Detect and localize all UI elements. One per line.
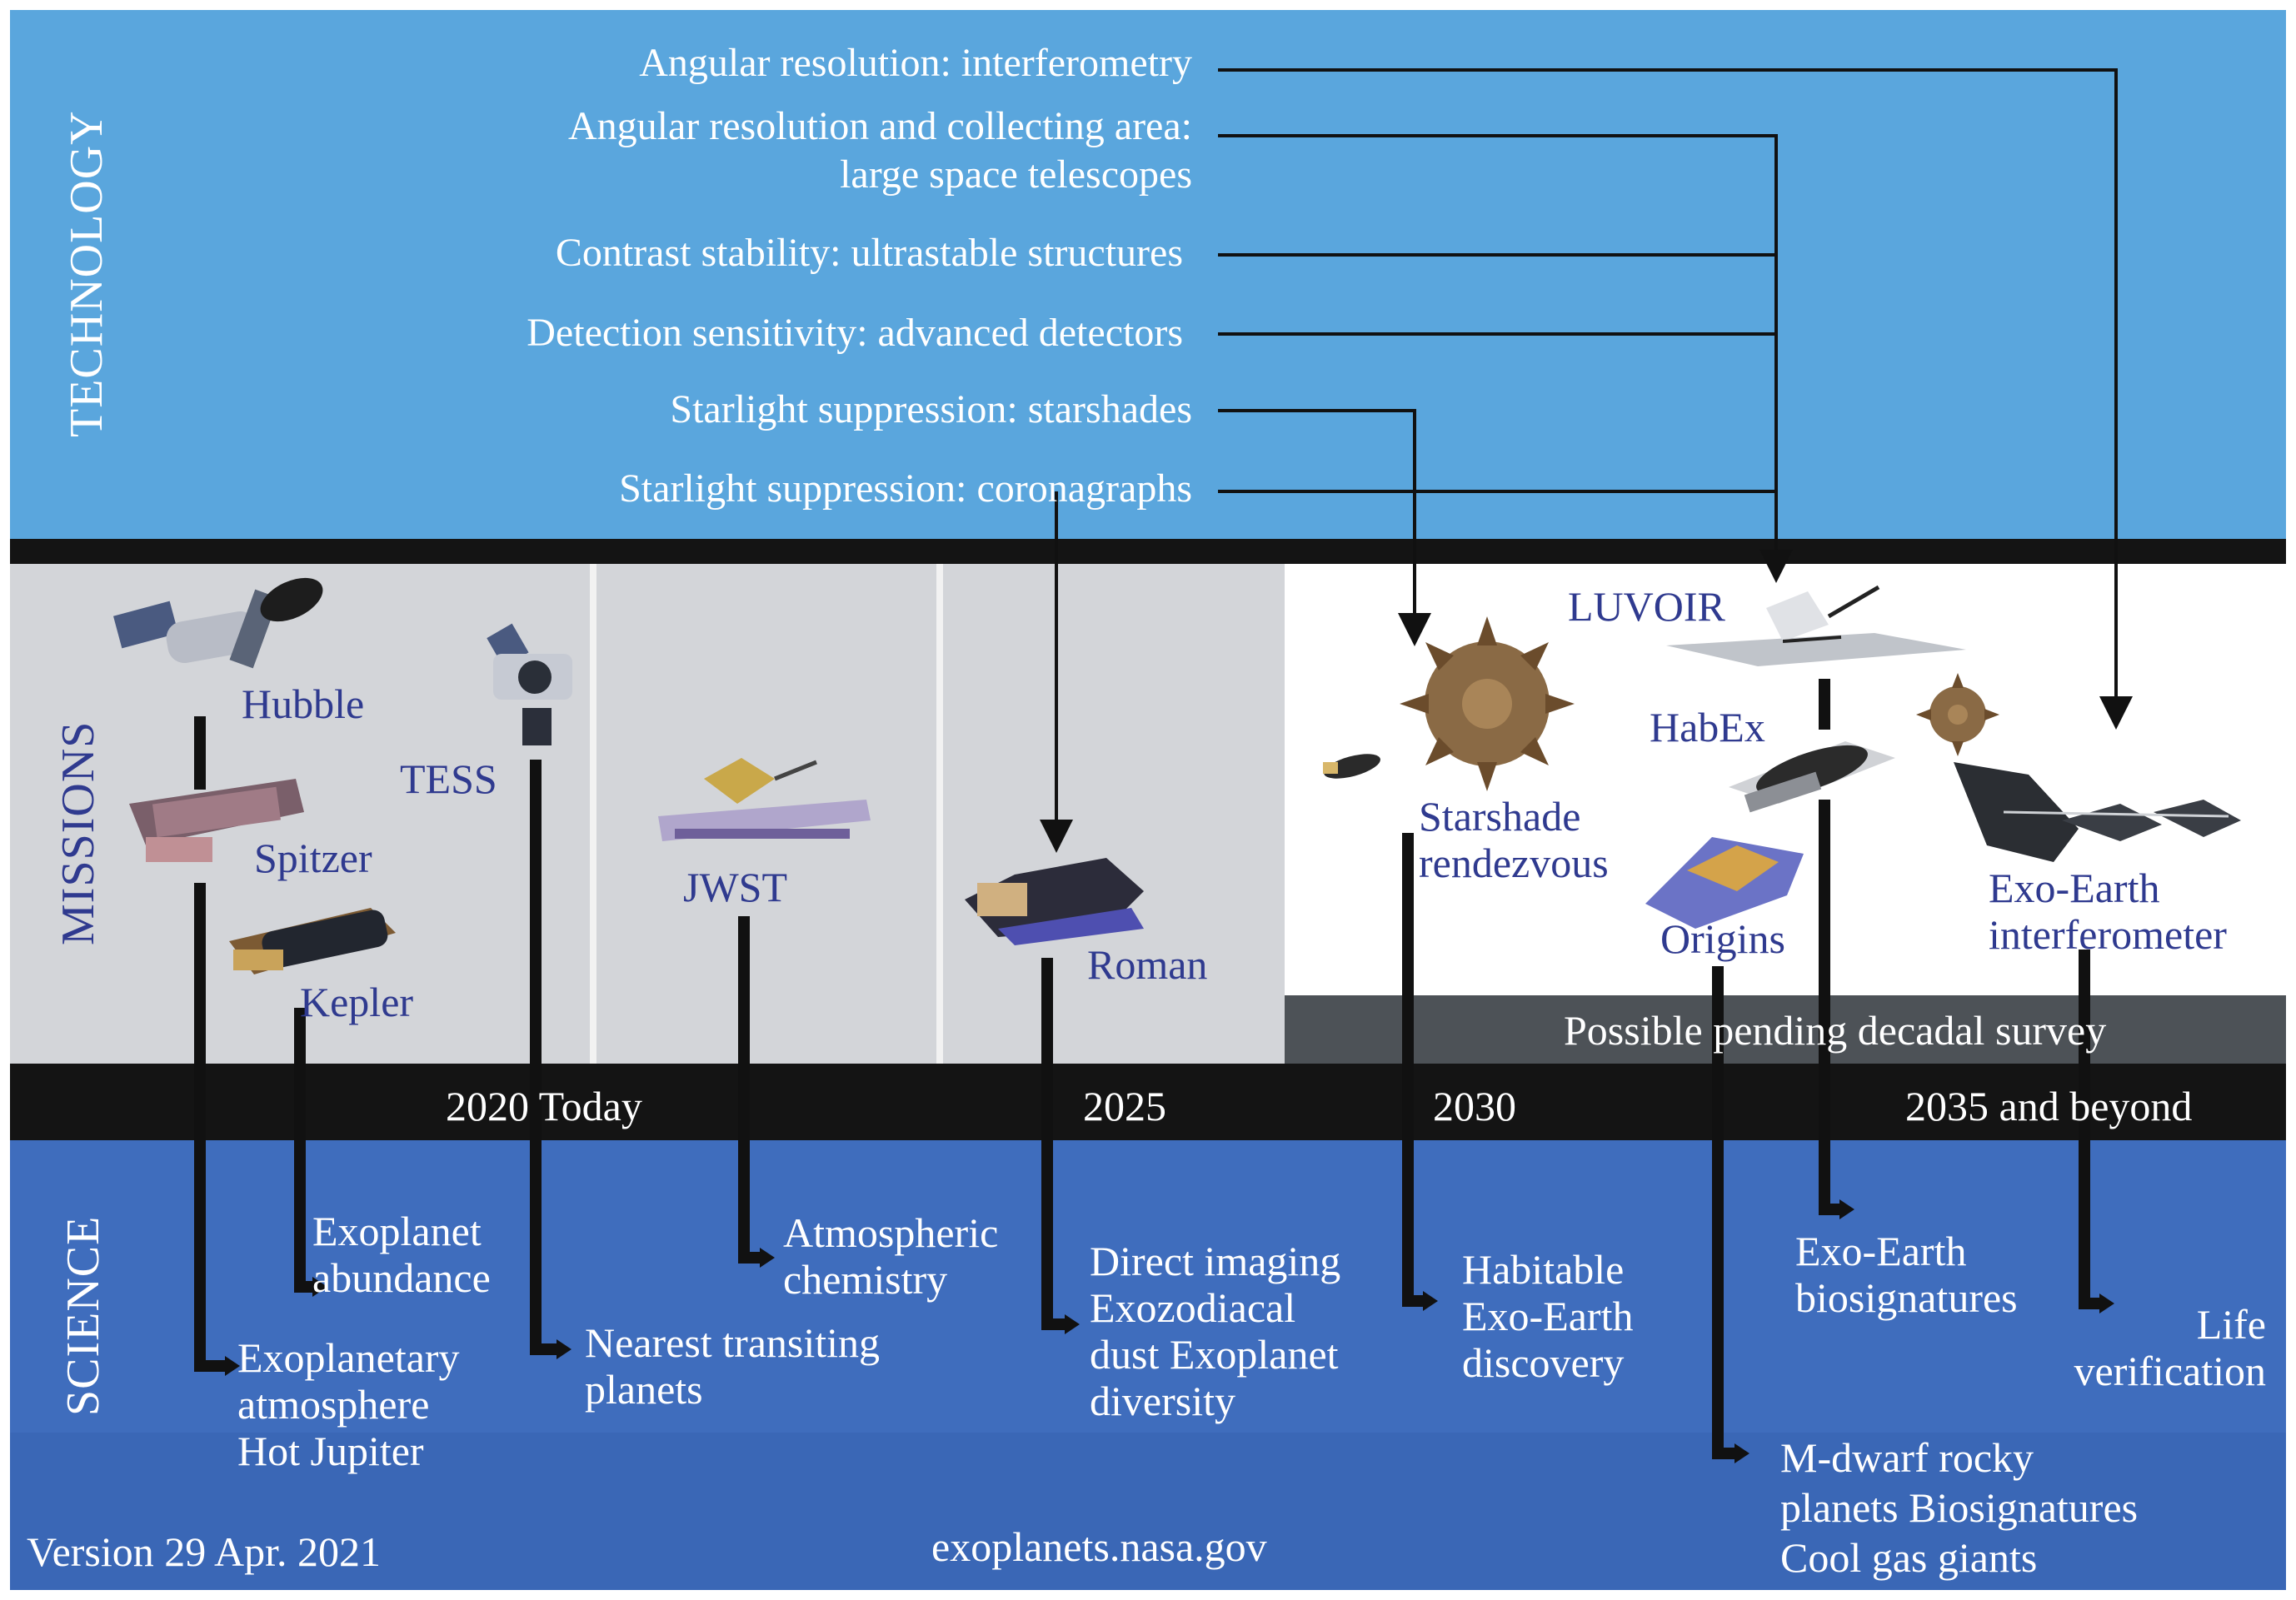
version-text: Version 29 Apr. 2021 bbox=[27, 1528, 381, 1575]
science-connectors bbox=[194, 760, 2099, 1459]
missions-divider bbox=[590, 564, 596, 1064]
kepler-spacecraft-icon bbox=[229, 908, 396, 974]
band-divider bbox=[10, 539, 2286, 564]
mission-label-luvoir: LUVOIR bbox=[1568, 583, 1725, 630]
timeline-2035-beyond: 2035 and beyond bbox=[1905, 1083, 2193, 1129]
technology-connectors bbox=[1040, 68, 2133, 853]
mission-label-roman: Roman bbox=[1087, 941, 1208, 988]
technology-item-large-telescopes-line2: large space telescopes bbox=[840, 152, 1192, 197]
science-exoplanetary-atmosphere: Exoplanetary atmosphere Hot Jupiter bbox=[237, 1334, 460, 1474]
timeline-2025: 2025 bbox=[1083, 1083, 1166, 1129]
technology-item-coronagraphs: Starlight suppression: coronagraphs bbox=[619, 466, 1192, 511]
mission-label-tess: TESS bbox=[400, 755, 497, 802]
jwst-spacecraft-icon bbox=[658, 758, 871, 841]
mission-label-hubble: Hubble bbox=[242, 680, 365, 727]
science-band-lower bbox=[10, 1433, 2286, 1590]
missions-divider bbox=[936, 564, 943, 1064]
timeline-bar bbox=[10, 1064, 2286, 1140]
missions-section-label: MISSIONS bbox=[52, 720, 104, 945]
roman-spacecraft-icon bbox=[965, 858, 1144, 945]
pending-survey-bar bbox=[1285, 995, 2286, 1064]
technology-section-label: TECHNOLOGY bbox=[61, 110, 112, 437]
mission-label-spitzer: Spitzer bbox=[254, 835, 372, 881]
pending-survey-label: Possible pending decadal survey bbox=[1564, 1007, 2107, 1054]
starshade-icon bbox=[1400, 616, 1575, 791]
source-url-text: exoplanets.nasa.gov bbox=[931, 1523, 1267, 1570]
mission-label-origins: Origins bbox=[1660, 915, 1785, 962]
spitzer-spacecraft-icon bbox=[129, 779, 304, 862]
mission-label-kepler: Kepler bbox=[300, 979, 414, 1025]
science-exoplanet-abundance: Exoplanet abundance bbox=[312, 1208, 491, 1301]
science-arrowheads bbox=[225, 1199, 2114, 1463]
hubble-spacecraft-icon bbox=[113, 577, 323, 669]
science-section-label: SCIENCE bbox=[57, 1215, 109, 1416]
science-life-verification: Life verification bbox=[2074, 1301, 2266, 1394]
timeline-2030: 2030 bbox=[1433, 1083, 1516, 1129]
technology-item-detectors: Detection sensitivity: advanced detector… bbox=[527, 311, 1183, 355]
science-nearest-transiting: Nearest transiting planets bbox=[585, 1319, 881, 1413]
technology-band bbox=[10, 10, 2286, 539]
habex-spacecraft-icon bbox=[1729, 741, 1895, 813]
luvoir-spacecraft-icon bbox=[1666, 585, 1966, 666]
mission-label-habex: HabEx bbox=[1650, 704, 1765, 750]
technology-item-starshades: Starlight suppression: starshades bbox=[670, 387, 1192, 431]
tess-spacecraft-icon bbox=[487, 623, 572, 745]
starshade-telescope-icon bbox=[1323, 754, 1380, 779]
technology-item-interferometry: Angular resolution: interferometry bbox=[639, 41, 1192, 85]
origins-spacecraft-icon bbox=[1645, 837, 1804, 929]
timeline-2020-today: 2020 Today bbox=[446, 1083, 642, 1129]
technology-item-ultrastable: Contrast stability: ultrastable structur… bbox=[555, 231, 1183, 275]
mission-label-exo-earth-interferometer: Exo-Earth interferometer bbox=[1989, 865, 2227, 958]
mission-label-starshade-rendezvous: Starshade rendezvous bbox=[1419, 793, 1609, 886]
science-direct-imaging: Direct imaging Exozodiacal dust Exoplane… bbox=[1090, 1238, 1341, 1424]
mission-stub-bars bbox=[194, 679, 1830, 790]
science-m-dwarf: M-dwarf rocky planets Biosignatures Cool… bbox=[1780, 1434, 2139, 1581]
starshade-icon bbox=[1916, 673, 1999, 756]
mission-label-jwst: JWST bbox=[683, 864, 787, 910]
interferometer-spacecraft-icon bbox=[1954, 762, 2241, 862]
science-exo-earth-biosignatures: Exo-Earth biosignatures bbox=[1795, 1228, 2018, 1321]
technology-item-large-telescopes: Angular resolution and collecting area: bbox=[567, 104, 1192, 148]
science-atmospheric-chemistry: Atmospheric chemistry bbox=[783, 1209, 999, 1303]
science-habitable-exo-earth: Habitable Exo-Earth discovery bbox=[1462, 1246, 1634, 1386]
